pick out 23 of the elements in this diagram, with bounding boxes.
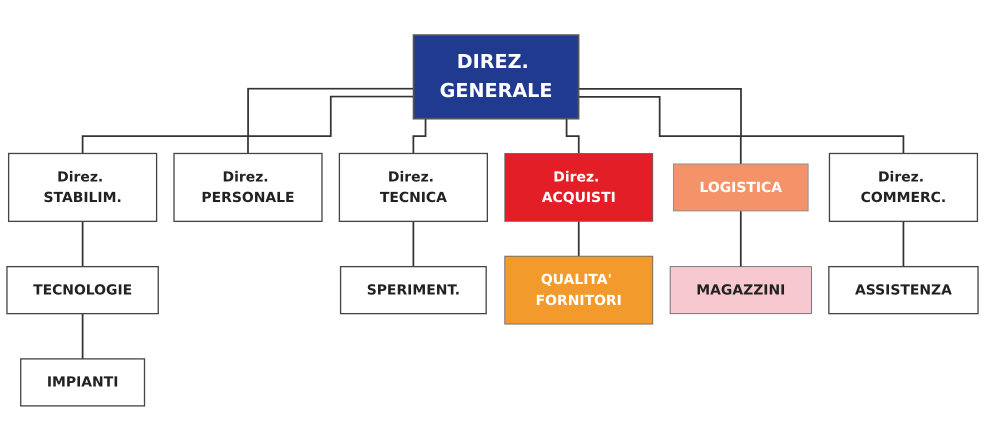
- node-box: DIREZ. GENERALE: [412, 34, 580, 120]
- connector: [247, 96, 414, 154]
- node-box: ASSISTENZA: [828, 266, 979, 314]
- node-box: Direz. PERSONALE: [173, 152, 323, 222]
- connector: [578, 220, 580, 258]
- connector: [740, 210, 742, 268]
- node-box: SPERIMENT.: [340, 266, 487, 314]
- node-box: Direz. ACQUISTI: [504, 153, 654, 222]
- connector: [82, 220, 84, 268]
- node-box: MAGAZZINI: [670, 266, 812, 314]
- node-box: LOGISTICA: [672, 164, 809, 212]
- node-box: Direz. STABILIM.: [8, 152, 158, 222]
- connector: [902, 220, 904, 268]
- node-box: Direz. COMMERC.: [828, 152, 978, 222]
- node-box: Direz. TECNICA: [338, 152, 488, 222]
- node-box: IMPIANTI: [20, 358, 146, 407]
- node-box: QUALITA' FORNITORI: [504, 256, 654, 325]
- node-box: TECNOLOGIE: [6, 266, 159, 314]
- connector: [412, 220, 414, 268]
- connector: [578, 96, 742, 165]
- connector: [82, 312, 84, 360]
- connector: [578, 88, 904, 154]
- connector: [82, 88, 414, 154]
